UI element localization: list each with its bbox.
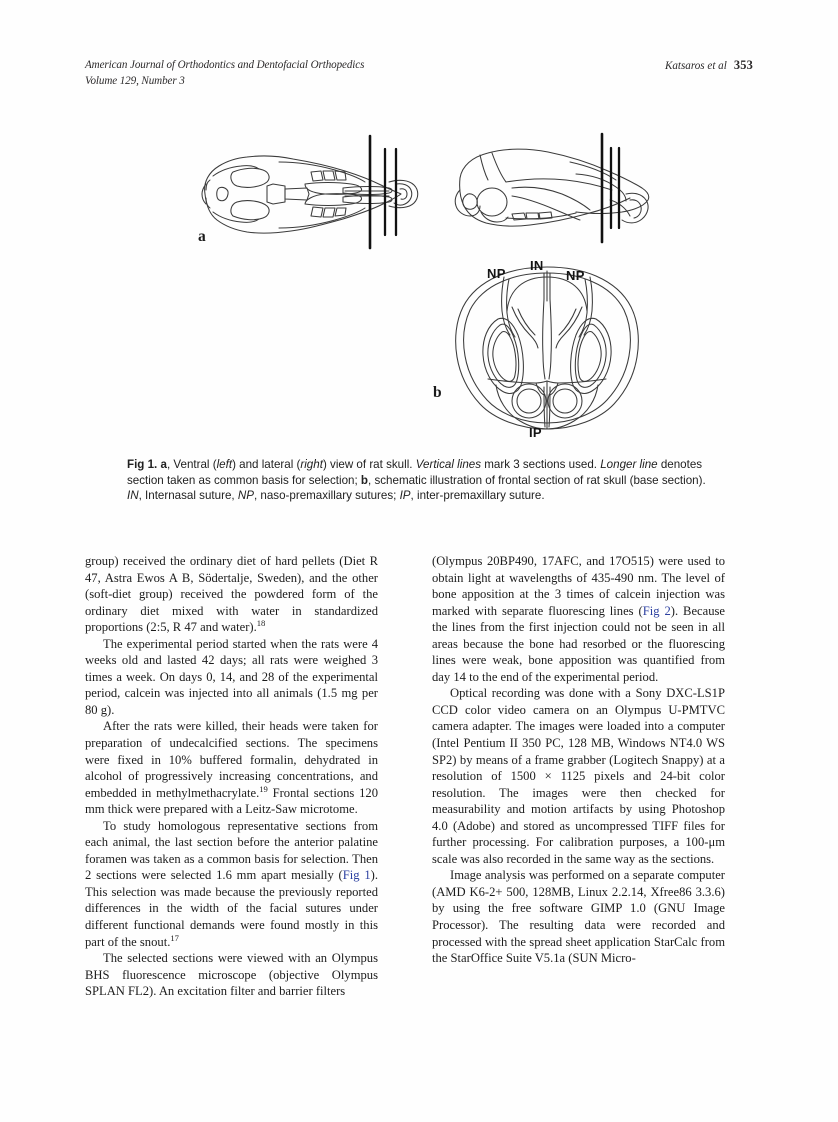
body-paragraph: To study homologous representative secti…	[85, 818, 379, 949]
frontal-section-svg	[455, 266, 639, 430]
running-head-right: Katsaros et al 353	[665, 58, 753, 75]
caption-text-9: , inter-premaxillary suture.	[410, 489, 545, 503]
body-paragraph: (Olympus 20BP490, 17AFC, and 17O515) wer…	[432, 554, 726, 684]
caption-right-italic: right	[300, 458, 323, 471]
caption-np-italic: NP	[237, 489, 254, 503]
caption-b-bold: b	[360, 473, 369, 487]
caption-a-bold: a	[160, 458, 167, 471]
body-column-right: (Olympus 20BP490, 17AFC, and 17O515) wer…	[432, 553, 725, 967]
caption-text-1: , Ventral (	[166, 458, 217, 471]
frontal-section-illustration	[440, 255, 655, 440]
caption-text-5: denotes section taken as common basis fo…	[127, 458, 703, 487]
body-paragraph: The experimental period started when the…	[85, 636, 378, 717]
label-ip: IP	[529, 425, 542, 440]
body-column-left: group) received the ordinary diet of har…	[85, 553, 378, 1000]
body-paragraph: group) received the ordinary diet of har…	[85, 554, 378, 635]
body-paragraph: After the rats were killed, their heads …	[85, 719, 378, 817]
caption-in-italic: IN	[127, 489, 139, 503]
caption-left-italic: left	[216, 458, 233, 471]
running-head: American Journal of Orthodontics and Den…	[85, 58, 753, 92]
ventral-skull-svg	[201, 134, 419, 250]
panel-b-letter: b	[433, 384, 442, 401]
reference-superscript[interactable]: 18	[256, 618, 266, 628]
figure-1: a b NP IN NP IP	[85, 120, 753, 450]
figure-cross-reference[interactable]: Fig 1	[342, 868, 371, 883]
lateral-skull-svg	[454, 132, 650, 244]
caption-text-4: mark 3 sections used.	[481, 458, 601, 471]
authors-label: Katsaros et al	[664, 60, 727, 72]
body-paragraph: The selected sections were viewed with a…	[85, 951, 378, 999]
panel-a-letter: a	[198, 228, 206, 245]
caption-text-3: ) view of rat skull.	[322, 458, 416, 471]
caption-ip-italic: IP	[399, 489, 411, 503]
ventral-skull-illustration	[193, 132, 428, 252]
body-paragraph: Optical recording was done with a Sony D…	[432, 686, 725, 866]
figure-caption: Fig 1. a, Ventral (left) and lateral (ri…	[127, 457, 709, 504]
journal-volume-line: Volume 129, Number 3	[85, 74, 185, 87]
journal-title-line1: American Journal of Orthodontics and Den…	[85, 59, 365, 71]
lateral-skull-illustration	[450, 130, 685, 248]
caption-text-8: , naso-premaxillary sutures;	[253, 489, 400, 503]
caption-text-6: , schematic illustration of frontal sect…	[368, 473, 706, 487]
reference-superscript[interactable]: 17	[170, 932, 179, 943]
reference-superscript[interactable]: 19	[259, 783, 268, 794]
figure-cross-reference[interactable]: Fig 2	[642, 603, 671, 618]
caption-text-2: ) and lateral (	[232, 458, 301, 471]
label-np-right: NP	[566, 268, 585, 283]
label-np-left: NP	[487, 266, 506, 281]
caption-vertical-lines-italic: Vertical lines	[415, 458, 482, 471]
journal-title: American Journal of Orthodontics and Den…	[85, 58, 364, 89]
caption-text-7: , Internasal suture,	[138, 489, 238, 503]
label-in: IN	[530, 258, 544, 273]
page-number: 353	[733, 58, 753, 72]
caption-longer-line-italic: Longer line	[600, 458, 658, 471]
caption-fig-number: Fig 1.	[127, 458, 158, 471]
body-paragraph: Image analysis was performed on a separa…	[432, 868, 725, 966]
